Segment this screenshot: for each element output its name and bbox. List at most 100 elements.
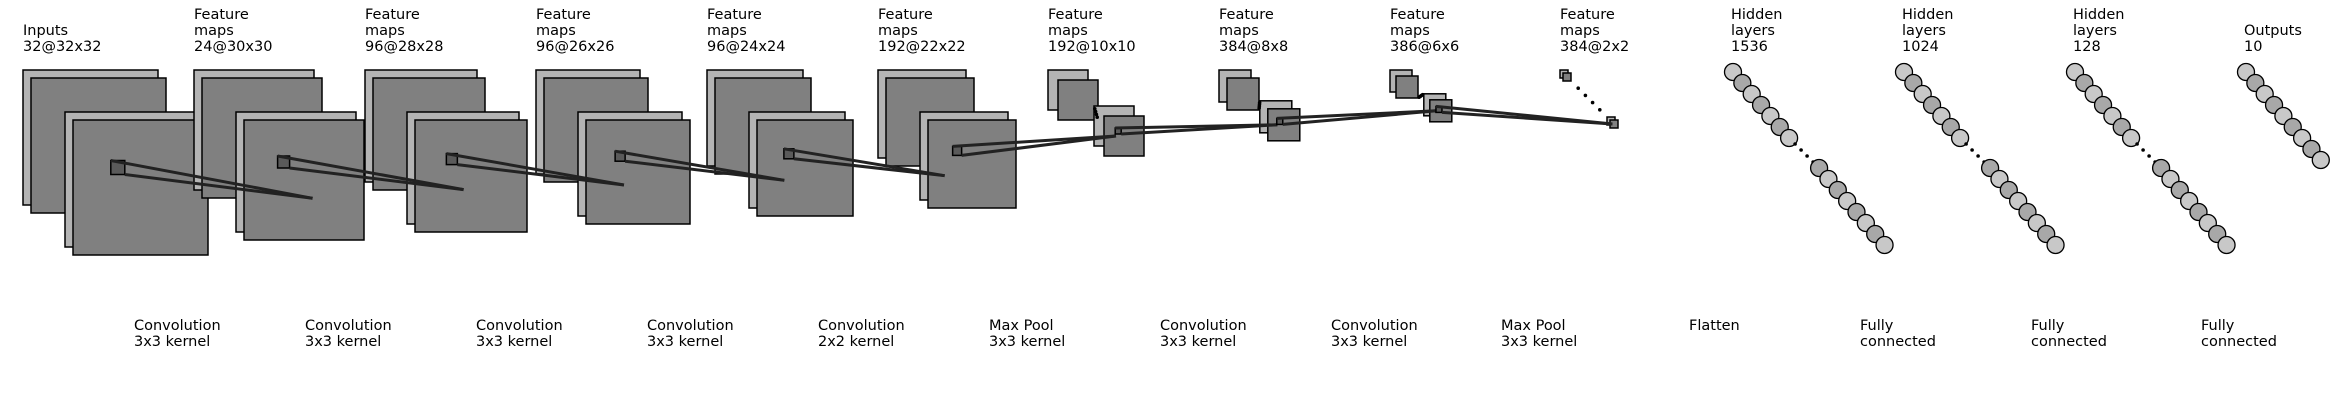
projection-line <box>277 154 464 192</box>
layer-label-4-line3: 96@24x24 <box>707 39 786 55</box>
ellipsis-dot <box>1598 108 1602 112</box>
operation-label-3-line1: Convolution <box>647 318 734 334</box>
feature-map-stack-3 <box>535 69 691 225</box>
operation-label-6-line1: Convolution <box>1160 318 1247 334</box>
layer-label-2-line3: 96@28x28 <box>365 39 444 55</box>
feature-map-back-inner <box>1395 75 1419 99</box>
projection-line <box>110 159 313 200</box>
operation-label-7-line1: Convolution <box>1331 318 1418 334</box>
operation-label-2-line1: Convolution <box>476 318 563 334</box>
dense-layer-0 <box>1723 62 1894 255</box>
operation-label-11-line1: Fully <box>2031 318 2065 334</box>
operation-label-6-line2: 3x3 kernel <box>1160 334 1237 350</box>
operation-label-11-line2: connected <box>2031 334 2107 350</box>
projection-line <box>1121 123 1278 136</box>
kernel-projection-6 <box>1114 123 1278 136</box>
feature-map-stack-4 <box>706 69 854 217</box>
kernel-projection-0 <box>110 159 313 200</box>
layer-label-5-line2: maps <box>878 23 918 39</box>
projection-line <box>289 166 464 192</box>
feature-map-back-inner <box>1562 72 1572 82</box>
layer-label-1-line3: 24@30x30 <box>194 39 273 55</box>
ellipsis-dot <box>1093 107 1097 111</box>
ellipsis-dot <box>2135 142 2139 146</box>
layer-label-6-line2: maps <box>1048 23 1088 39</box>
projection-line <box>457 163 625 187</box>
ellipsis-dot <box>1420 92 1425 97</box>
layer-label-8-line2: maps <box>1390 23 1430 39</box>
layer-label-8-line3: 386@6x6 <box>1390 39 1460 55</box>
layer-label-9-line2: maps <box>1560 23 1600 39</box>
feature-map-front <box>756 119 854 217</box>
dense-layer-1 <box>1894 62 2065 255</box>
operation-label-2-line2: 3x3 kernel <box>476 334 553 350</box>
feature-map-front <box>72 119 209 256</box>
layer-label-8-line1: Feature <box>1390 7 1445 23</box>
neuron <box>1779 128 1799 148</box>
operation-label-3-line2: 3x3 kernel <box>647 334 724 350</box>
layer-label-11-line2: layers <box>1902 23 1946 39</box>
kernel-projection-2 <box>445 152 625 187</box>
operation-label-5-line2: 3x3 kernel <box>989 334 1066 350</box>
layer-label-3-line3: 96@26x26 <box>536 39 615 55</box>
layer-label-5-line3: 192@22x22 <box>878 39 966 55</box>
neuron <box>1875 235 1894 255</box>
ellipsis-dot <box>1799 148 1803 152</box>
ellipsis-dot <box>1257 100 1262 105</box>
feature-map-front <box>414 119 528 233</box>
projection-line <box>952 134 1117 148</box>
operation-label-5-line1: Max Pool <box>989 318 1054 334</box>
projection-line <box>124 173 313 200</box>
projection-line <box>961 134 1117 157</box>
projection-line <box>1282 109 1437 126</box>
layer-label-1-line1: Feature <box>194 7 249 23</box>
operation-label-0-line2: 3x3 kernel <box>134 334 211 350</box>
ellipsis-dot <box>2147 154 2151 158</box>
operation-label-10-line1: Fully <box>1860 318 1894 334</box>
neuron <box>2121 128 2141 148</box>
layer-label-12-line1: Hidden <box>2073 7 2125 23</box>
layer-label-5-line1: Feature <box>878 7 933 23</box>
feature-map-stack-6 <box>1047 69 1145 157</box>
layer-label-7-line1: Feature <box>1219 7 1274 23</box>
feature-map-stack-0 <box>22 69 209 256</box>
neuron <box>2311 150 2330 170</box>
operation-label-0-line1: Convolution <box>134 318 221 334</box>
feature-map-back-inner <box>1226 77 1260 111</box>
layer-label-12-line3: 128 <box>2073 39 2101 55</box>
ellipsis-dot <box>1970 148 1974 152</box>
ellipsis-dot <box>1590 100 1595 105</box>
dense-layer-3 <box>2236 62 2330 170</box>
kernel-projection-4 <box>783 147 945 178</box>
ellipsis-dot <box>2141 148 2145 152</box>
layer-label-1-line2: maps <box>194 23 234 39</box>
operation-label-4-line1: Convolution <box>818 318 905 334</box>
operation-label-7-line2: 3x3 kernel <box>1331 334 1408 350</box>
ellipsis-dot <box>1805 154 1809 158</box>
operation-label-4-line2: 2x2 kernel <box>818 334 895 350</box>
projection-line <box>1441 110 1613 126</box>
feature-map-stack-5 <box>877 69 1017 209</box>
layer-label-10-line3: 1536 <box>1731 39 1768 55</box>
operation-label-10-line2: connected <box>1860 334 1936 350</box>
operation-label-1-line2: 3x3 kernel <box>305 334 382 350</box>
layer-label-2-line1: Feature <box>365 7 420 23</box>
ellipsis-dot <box>1976 154 1980 158</box>
operation-label-9: Flatten <box>1689 318 1740 334</box>
neuron <box>1950 128 1970 148</box>
layer-label-9-line3: 384@2x2 <box>1560 39 1630 55</box>
operation-label-12-line1: Fully <box>2201 318 2235 334</box>
